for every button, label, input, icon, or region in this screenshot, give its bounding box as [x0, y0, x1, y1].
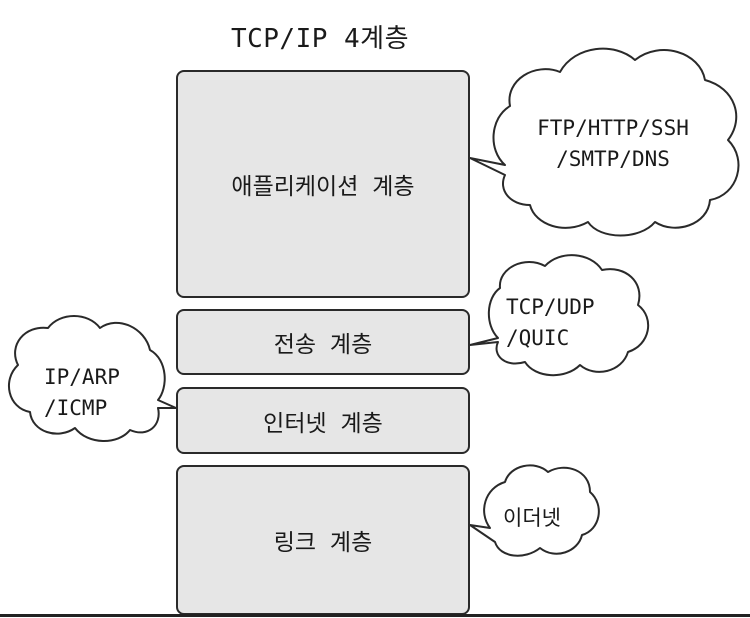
transport-layer-box: 전송 계층 [176, 309, 470, 375]
cloud-app-shape [469, 47, 740, 237]
application-protocols-label: FTP/HTTP/SSH /SMTP/DNS [537, 116, 689, 171]
link-protocols-label: 이더넷 [503, 506, 561, 530]
transport-layer-label: 전송 계층 [273, 332, 373, 358]
diagram-title: TCP/IP 4계층 [230, 24, 410, 54]
cloud-link-shape [469, 464, 600, 557]
application-layer-label: 애플리케이션 계층 [231, 174, 415, 200]
link-layer-label: 링크 계층 [273, 530, 373, 556]
ground-line [0, 614, 750, 617]
internet-layer-label: 인터넷 계층 [263, 410, 383, 437]
application-layer-box: 애플리케이션 계층 [176, 70, 470, 298]
internet-layer-box: 인터넷 계층 [176, 387, 470, 454]
link-layer-box: 링크 계층 [176, 465, 470, 615]
internet-protocols-label: IP/ARP /ICMP [44, 365, 120, 420]
cloud-transport-shape [469, 254, 650, 377]
cloud-internet-shape [8, 315, 177, 442]
transport-protocols-label: TCP/UDP /QUIC [506, 295, 595, 350]
